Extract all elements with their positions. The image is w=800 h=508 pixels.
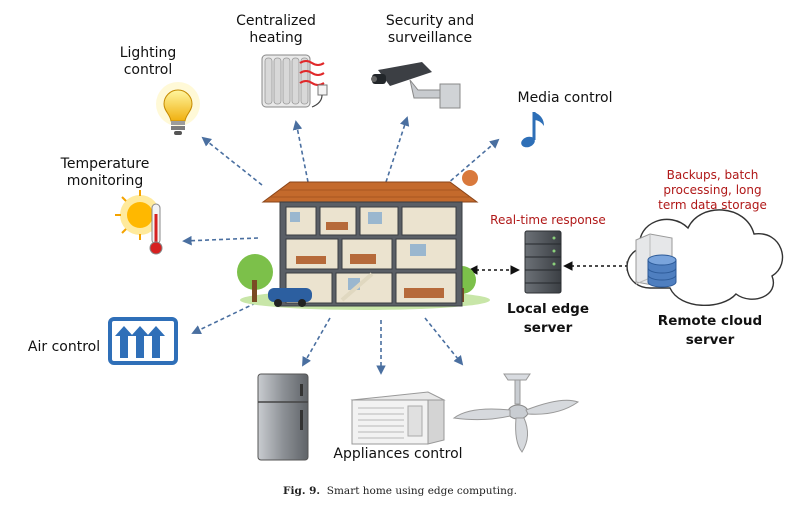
- label-media: Media control: [517, 90, 613, 106]
- ceiling-fan-icon: [452, 373, 580, 453]
- label-security: Security and surveillance: [385, 13, 475, 46]
- light-bulb-icon: [156, 82, 200, 135]
- cctv-camera-icon: [371, 62, 461, 109]
- arrow-media: [439, 138, 500, 191]
- label-air: Air control: [27, 339, 101, 355]
- black-arrows: [468, 261, 636, 275]
- air-conditioner-icon: [350, 391, 446, 445]
- radiator-icon: [261, 54, 328, 108]
- label-cloud-server: Remote cloud server: [657, 313, 763, 348]
- arrow-security: [385, 116, 410, 183]
- smart-house-illustration: [237, 170, 490, 310]
- caption-text: Smart home using edge computing.: [326, 485, 517, 497]
- arrow-lighting: [201, 136, 263, 186]
- arrow-fridge: [302, 317, 331, 367]
- label-temperature: Temperature monitoring: [60, 156, 150, 189]
- fridge-icon: [257, 373, 309, 461]
- label-edge-server: Local edge server: [507, 301, 589, 336]
- figure-caption: Fig. 9. Smart home using edge computing.: [0, 485, 800, 497]
- caption-fig: Fig. 9.: [283, 485, 321, 497]
- music-note-icon: [521, 112, 544, 148]
- label-cloud-tasks: Backups, batch processing, long term dat…: [658, 168, 767, 212]
- label-appliances: Appliances control: [333, 446, 463, 462]
- label-heating: Centralized heating: [236, 13, 316, 46]
- arrow-temperature: [182, 235, 259, 246]
- arrow-heating: [292, 120, 309, 183]
- thermometer-sun-icon: [115, 190, 163, 255]
- air-vent-icon: [108, 317, 178, 365]
- database-icon: [647, 254, 677, 288]
- label-realtime: Real-time response: [490, 213, 606, 227]
- label-lighting: Lighting control: [119, 45, 177, 78]
- arrow-fan: [424, 317, 464, 366]
- arrow-air: [191, 299, 263, 335]
- arrows: [182, 116, 500, 375]
- server-rack-icon: [524, 230, 562, 294]
